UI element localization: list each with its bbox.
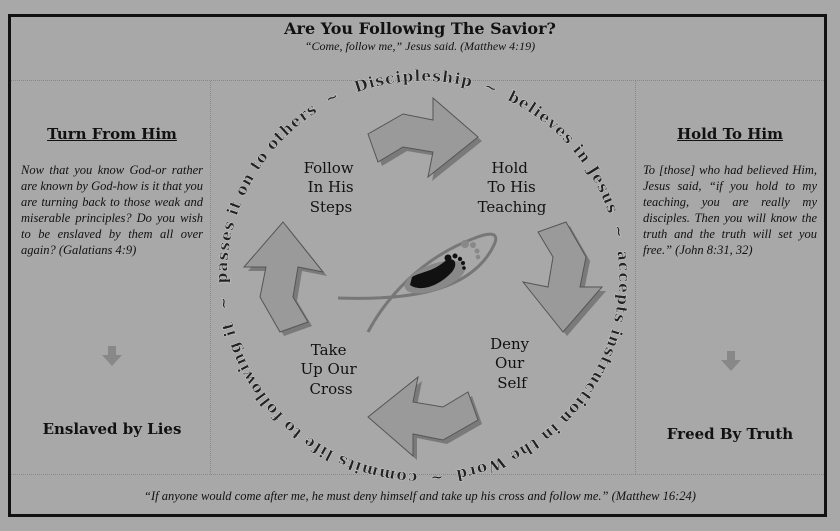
outer-frame xyxy=(8,14,827,517)
footer-quote: “If anyone would come after me, he must … xyxy=(144,489,696,503)
ring-text-char: m xyxy=(377,464,397,486)
ring-text-char: t xyxy=(612,305,632,316)
ring-text-char: p xyxy=(402,66,414,86)
stage-take-up-our-cross: Take Up Our Cross xyxy=(301,341,362,398)
ring-text-char: p xyxy=(212,272,231,283)
arrow-right-icon xyxy=(367,97,482,181)
ring-text-char: ~ xyxy=(322,86,342,109)
left-body: Now that you know God-or rather are know… xyxy=(21,163,203,257)
ring-text-char: c xyxy=(615,261,634,271)
ring-text-char: s xyxy=(214,240,234,252)
ring-text-char: ~ xyxy=(482,76,501,98)
right-heading: Hold To Him xyxy=(677,125,783,143)
divider-top xyxy=(11,80,824,81)
ring-text-char: i xyxy=(394,67,402,87)
ring-text-char: s xyxy=(610,312,630,325)
divider-right xyxy=(635,81,636,474)
stage-follow-in-his-steps: Follow In His Steps xyxy=(304,159,359,216)
ring-text-char: ~ xyxy=(213,296,234,311)
ring-text-char: ~ xyxy=(430,468,444,488)
divider-left xyxy=(210,81,211,474)
ring-text-char: o xyxy=(395,467,407,487)
ring-text-char: h xyxy=(441,67,455,87)
ring-text-char: a xyxy=(613,250,633,262)
ring-text-char: c xyxy=(615,272,634,281)
ring-text-char: m xyxy=(359,460,380,483)
ring-text-char: c xyxy=(407,468,417,487)
arrow-down-icon xyxy=(522,221,606,336)
right-outcome: Freed By Truth xyxy=(666,425,794,443)
arrow-left-icon xyxy=(367,376,482,460)
stage-hold-to-his-teaching: Hold To His Teaching xyxy=(478,159,547,216)
ring-text-char: D xyxy=(352,74,371,96)
ring-text-char: p xyxy=(613,293,633,306)
ring-text-char: ~ xyxy=(609,223,630,240)
footprint-icon xyxy=(404,240,481,294)
ring-text-char: l xyxy=(414,66,421,85)
ring-text-char: c xyxy=(383,68,395,88)
page-title: Are You Following The Savior? xyxy=(284,19,556,38)
left-heading: Turn From Him xyxy=(47,125,177,143)
down-arrow-icon xyxy=(721,351,741,371)
ring-text-char: e xyxy=(614,283,634,294)
divider-bottom xyxy=(11,474,824,475)
down-arrow-icon xyxy=(102,346,122,366)
ring-text-char: s xyxy=(432,66,442,86)
arrow-up-icon xyxy=(243,221,327,336)
ring-text-char: i xyxy=(366,72,377,92)
page-subtitle: “Come, follow me,” Jesus said. (Matthew … xyxy=(304,39,536,53)
ring-text-char: p xyxy=(459,70,474,91)
ring-text-char: d xyxy=(455,464,469,485)
ring-text-char: e xyxy=(421,66,431,85)
ring-text-char: i xyxy=(220,328,240,339)
stage-deny-our-self: Deny Our Self xyxy=(490,335,534,392)
fish-icon xyxy=(337,232,498,333)
ring-text-char: e xyxy=(215,229,236,243)
left-outcome: Enslaved by Lies xyxy=(42,420,182,438)
ring-text-char: s xyxy=(213,250,233,261)
ring-text-char: a xyxy=(212,261,231,272)
ring-text-char: i xyxy=(607,327,627,338)
right-body: To [those] who had believed Him, Jesus s… xyxy=(643,163,817,257)
ring-text-char: i xyxy=(453,69,462,89)
